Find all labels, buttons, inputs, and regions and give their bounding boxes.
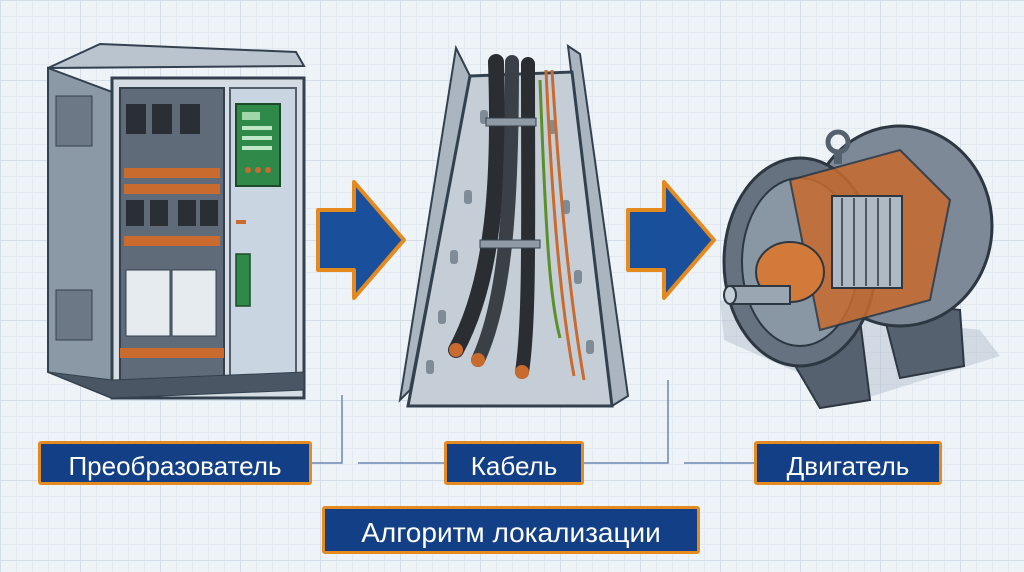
cable-label: Кабель [444,441,584,485]
arrow-right-icon [316,180,406,300]
motor-label: Двигатель [754,441,942,485]
localization-algorithm-label: Алгоритм локализации [322,506,700,554]
connector-lines [312,380,754,464]
converter-label: Преобразователь [38,441,312,485]
cable-tray-icon [398,43,630,408]
converter-cabinet-icon [47,42,306,400]
arrow-right-icon [626,180,716,300]
electric-motor-icon [720,124,1000,410]
